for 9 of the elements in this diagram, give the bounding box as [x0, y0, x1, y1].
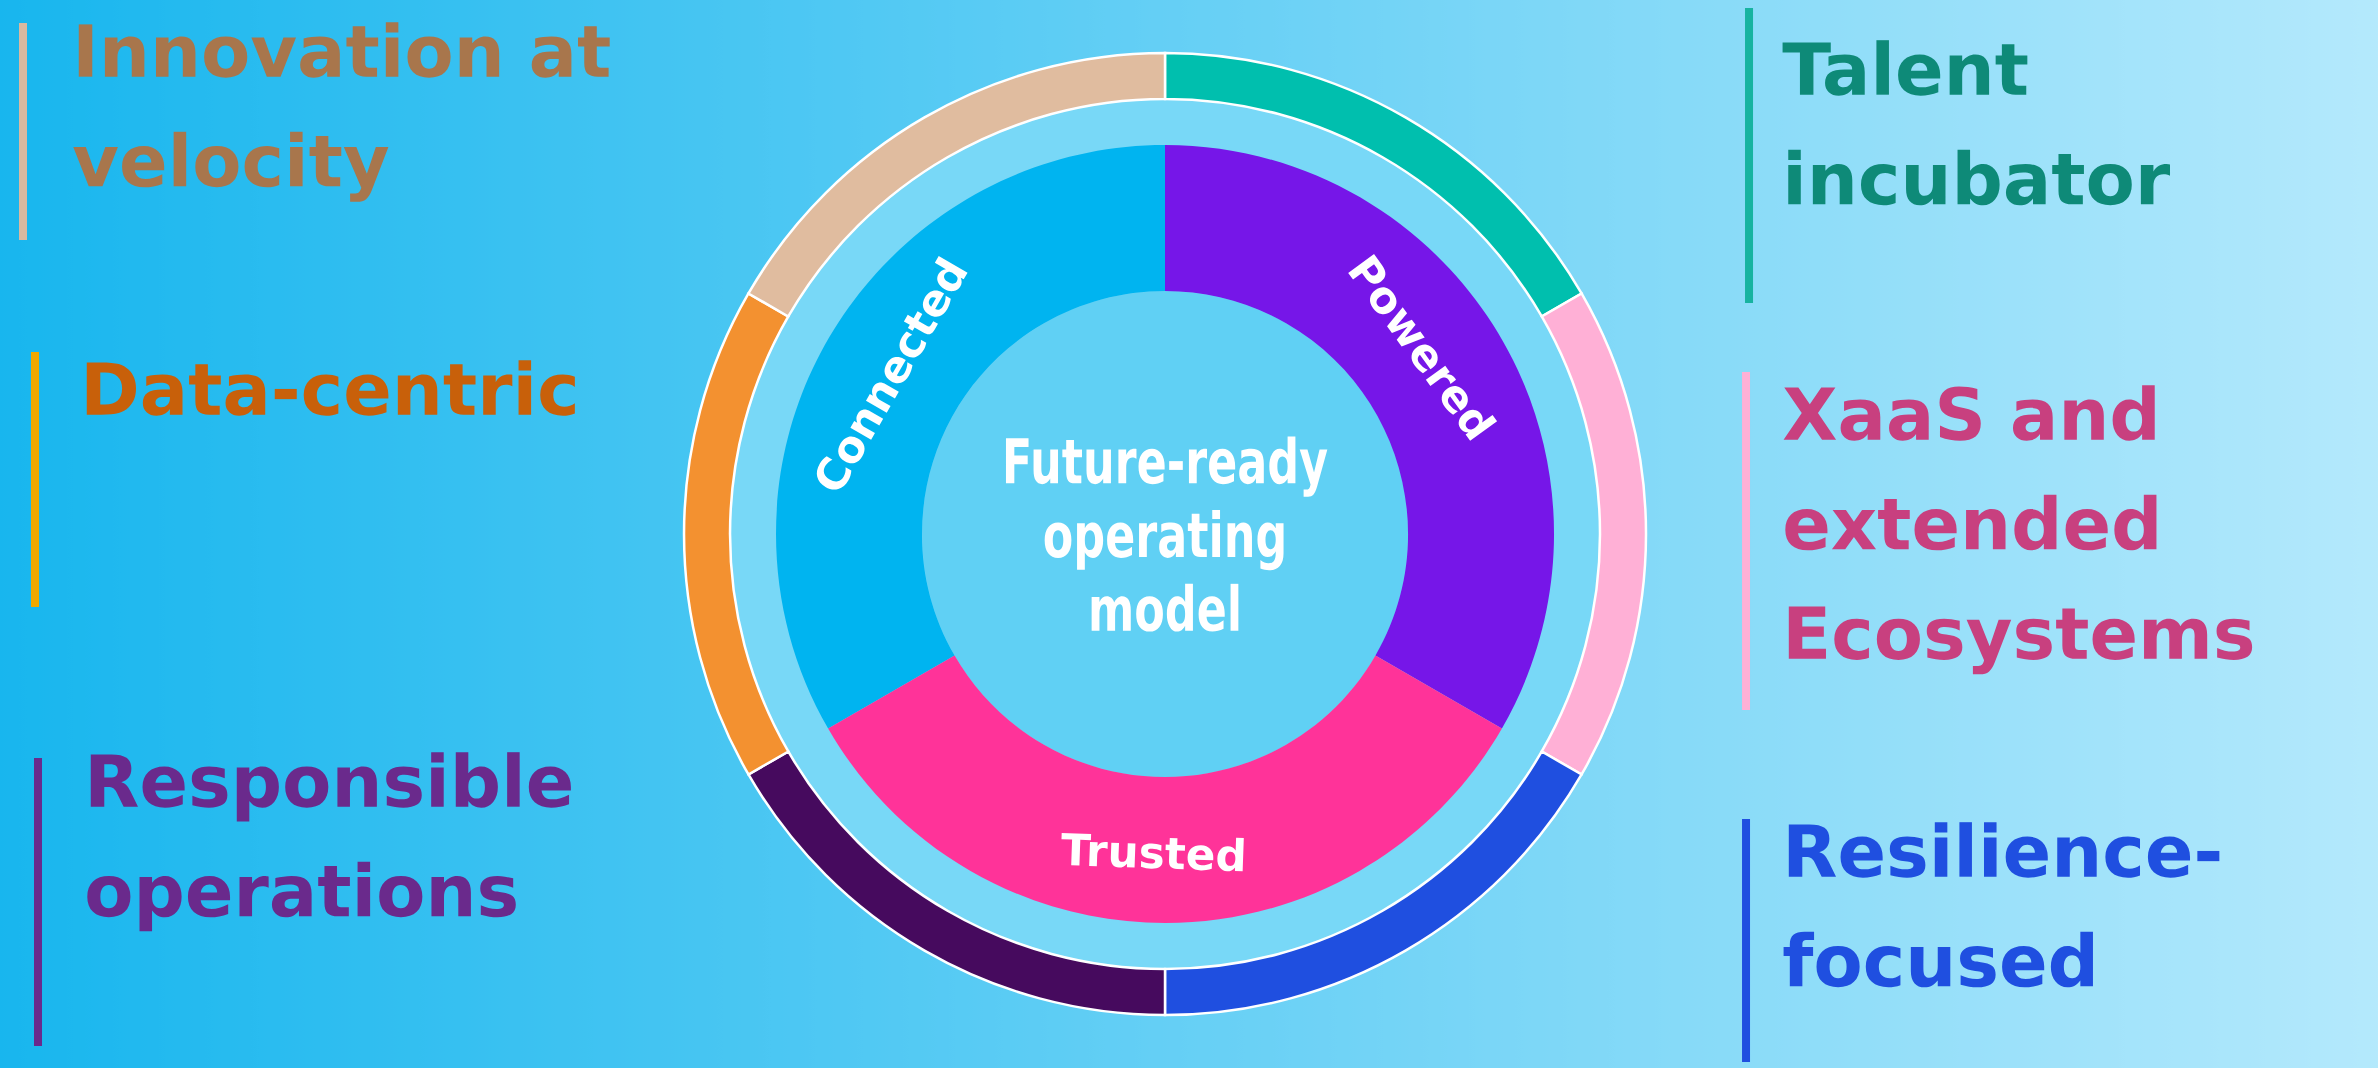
category-label: Data-centric [86, 360, 575, 416]
category-label: Talent incubator [1782, 40, 2171, 206]
category-label: Resilience-focused [1783, 822, 2220, 988]
category-label: Responsible operations [87, 752, 571, 932]
ring-segment [1540, 292, 1648, 776]
category-label: XaaS and extended Ecosystems [1783, 385, 2253, 675]
ring-segment [682, 292, 790, 776]
donut-segment: Trusted [828, 655, 1502, 924]
category-label: Innovation at velocity [73, 22, 610, 202]
